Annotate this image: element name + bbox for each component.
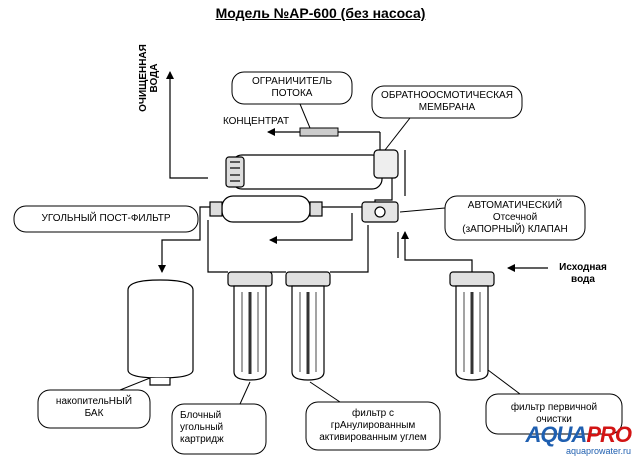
callout-granular-filter bbox=[305, 401, 441, 451]
postfilter-to-tank-pipe bbox=[158, 206, 222, 273]
callout-prefilter bbox=[485, 393, 623, 435]
callout-ro-membrane bbox=[371, 85, 523, 119]
callout-flow-restrictor bbox=[231, 71, 353, 105]
auto-shutoff-valve bbox=[361, 201, 399, 223]
callout-auto-valve bbox=[444, 195, 586, 241]
page-title: Модель №АР-600 (без насоса) bbox=[215, 5, 426, 21]
block-carbon-cartridge bbox=[227, 271, 273, 381]
ro-membrane-housing bbox=[225, 149, 399, 190]
storage-tank bbox=[127, 279, 194, 386]
purified-water-pipe bbox=[166, 71, 208, 179]
aquapro-logo: AQUAPRO aquaprowater.ru bbox=[525, 422, 632, 457]
piping bbox=[158, 71, 548, 273]
callout-postfilter bbox=[13, 205, 199, 233]
callout-block-cartridge bbox=[171, 403, 267, 455]
valve-to-granular-pipe bbox=[330, 225, 369, 273]
postfilter-label: УГОЛЬНЫЙ ПОСТ-ФИЛЬТР bbox=[41, 213, 171, 224]
block-cartridge-outlet-pipe bbox=[207, 220, 228, 273]
callout-storage-tank bbox=[37, 389, 151, 429]
purified-water-label: ОЧИЩЕННАЯ ВОДА bbox=[138, 44, 160, 112]
prefilter-cartridge bbox=[449, 271, 495, 381]
carbon-postfilter bbox=[209, 195, 323, 223]
granular-carbon-cartridge bbox=[285, 271, 331, 381]
prefilter-to-valve-pipe bbox=[401, 231, 473, 272]
concentrate-label: КОНЦЕНТРАТ bbox=[222, 116, 290, 127]
valve-return-pipe bbox=[269, 213, 353, 244]
flow-restrictor bbox=[299, 127, 339, 137]
